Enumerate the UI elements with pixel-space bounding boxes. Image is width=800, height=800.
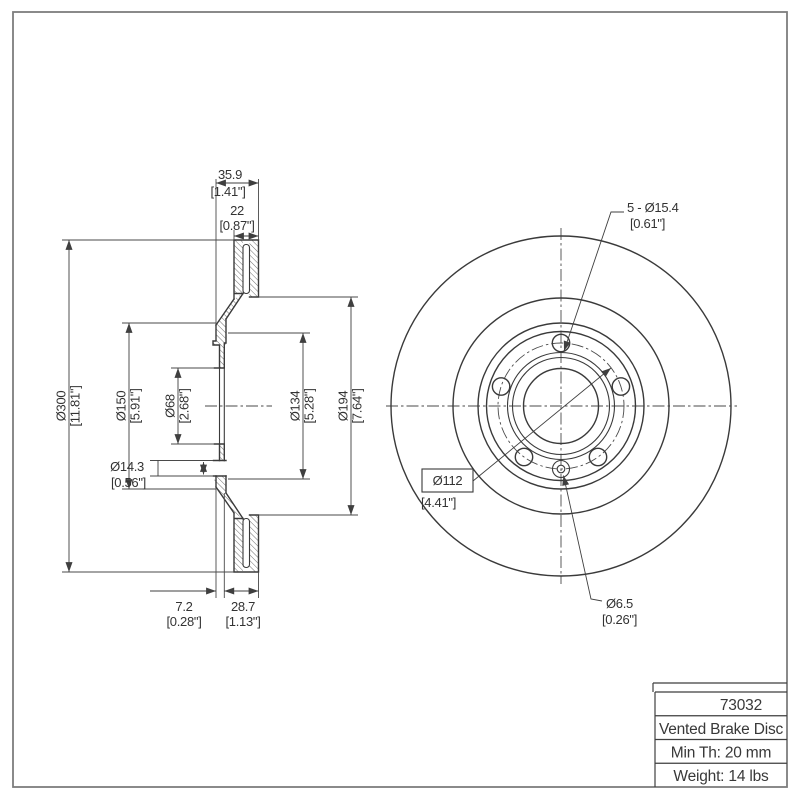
title-block-outer-border bbox=[652, 682, 787, 692]
dim-text: [0.56"] bbox=[111, 475, 146, 490]
hatch-region bbox=[216, 487, 243, 519]
section-hatching bbox=[213, 240, 259, 572]
part-number: 73032 bbox=[720, 697, 762, 714]
set-screw-hole-inner bbox=[556, 464, 566, 474]
hub-step-outer-circle bbox=[506, 351, 616, 461]
dim-text: [5.28"] bbox=[302, 388, 317, 423]
hub-flange-circle bbox=[477, 322, 645, 490]
label-box bbox=[421, 468, 474, 493]
bolt-holes-leader bbox=[563, 211, 624, 352]
hatch-region bbox=[249, 240, 259, 297]
bolt-circle-leader bbox=[472, 367, 612, 482]
section-outline bbox=[212, 239, 260, 573]
hatch-region bbox=[249, 515, 259, 572]
braking-band-inner-circle bbox=[452, 297, 670, 515]
drawing-frame bbox=[12, 11, 788, 788]
bolt-hole-section bbox=[212, 459, 227, 477]
dim-text: Ø150 bbox=[114, 391, 129, 422]
bolt-hole bbox=[514, 447, 534, 467]
dimension-lines bbox=[65, 179, 355, 595]
dim-text: 28.7 bbox=[231, 599, 255, 614]
dim-text: [5.91"] bbox=[128, 388, 143, 423]
dim-text: Ø300 bbox=[54, 391, 69, 422]
part-description: Vented Brake Disc bbox=[659, 721, 784, 738]
dim-rim-width: 22 [0.87"] bbox=[219, 203, 254, 233]
label-bolt-circle: Ø112 [4.41"] bbox=[421, 468, 474, 510]
label-set-screw: Ø6.5 [0.26"] bbox=[602, 596, 637, 627]
center-bore-circle bbox=[522, 367, 600, 445]
label-text: 5 - Ø15.4 bbox=[627, 200, 679, 215]
dim-bore-diameter: Ø68 [2.68"] bbox=[163, 388, 192, 423]
bolt-hole bbox=[611, 377, 631, 396]
dim-overall-width: 35.9 [1.41"] bbox=[210, 167, 245, 199]
dim-hat-diameter: Ø150 [5.91"] bbox=[114, 388, 143, 423]
title-block-grid bbox=[654, 691, 787, 787]
title-block: 73032 Vented Brake Disc Min Th: 20 mm We… bbox=[652, 682, 787, 787]
dim-text: [11.81"] bbox=[68, 385, 83, 426]
hatch-region bbox=[219, 444, 225, 461]
set-screw-leader bbox=[562, 475, 603, 602]
dim-hat-depth: 7.2 [0.28"] bbox=[166, 599, 201, 629]
hatch-region bbox=[234, 240, 243, 294]
bolt-hole bbox=[491, 377, 511, 396]
label-text: [0.26"] bbox=[602, 612, 637, 627]
dim-text: Ø14.3 bbox=[110, 459, 144, 474]
weight: Weight: 14 lbs bbox=[673, 768, 769, 785]
dim-bolt-hole: Ø14.3 [0.56"] bbox=[110, 459, 146, 490]
bolt-hole bbox=[588, 447, 608, 467]
vent-slot-top bbox=[242, 243, 251, 295]
hub-step-inner-circle bbox=[511, 356, 611, 456]
label-bolt-holes: 5 - Ø15.4 [0.61"] bbox=[627, 200, 679, 231]
hatch-region bbox=[216, 293, 243, 325]
dim-text: [0.87"] bbox=[219, 218, 254, 233]
front-view: 5 - Ø15.4 [0.61"] Ø112 [4.41"] Ø6.5 [0.2… bbox=[386, 200, 737, 627]
dim-text: [7.64"] bbox=[350, 388, 365, 423]
dim-text: Ø194 bbox=[336, 391, 351, 422]
hatch-region bbox=[234, 518, 243, 572]
label-text: [4.41"] bbox=[421, 495, 456, 510]
disc-od-circle bbox=[390, 235, 732, 577]
dim-text: Ø134 bbox=[288, 391, 303, 422]
dim-outer-diameter: Ø300 [11.81"] bbox=[54, 385, 83, 426]
label-text: [0.61"] bbox=[630, 216, 665, 231]
dim-text: [1.13"] bbox=[225, 614, 260, 629]
set-screw-hole-outer bbox=[551, 459, 571, 479]
min-thickness: Min Th: 20 mm bbox=[671, 745, 771, 762]
bolt-circle-centerline bbox=[497, 342, 625, 470]
bore-silhouette bbox=[218, 368, 225, 444]
section-view: Ø300 [11.81"] Ø150 [5.91"] Ø68 [2.68"] Ø… bbox=[54, 167, 365, 629]
label-text: Ø6.5 bbox=[606, 596, 633, 611]
dim-text: 7.2 bbox=[175, 599, 192, 614]
label-text: Ø112 bbox=[433, 473, 463, 488]
dim-text: [0.28"] bbox=[166, 614, 201, 629]
dim-register-diameter: Ø134 [5.28"] bbox=[288, 388, 317, 423]
dim-text: [1.41"] bbox=[210, 184, 245, 199]
vent-slot-bottom bbox=[242, 517, 251, 569]
dim-text: 22 bbox=[230, 203, 244, 218]
dim-mount-offset: 28.7 [1.13"] bbox=[225, 599, 260, 629]
dim-text: Ø68 bbox=[163, 394, 178, 418]
hatch-region bbox=[219, 345, 225, 368]
dim-text: [2.68"] bbox=[177, 388, 192, 423]
dim-text: 35.9 bbox=[218, 167, 242, 182]
dim-braking-inner-diameter: Ø194 [7.64"] bbox=[336, 388, 365, 423]
register-circle bbox=[485, 330, 637, 482]
